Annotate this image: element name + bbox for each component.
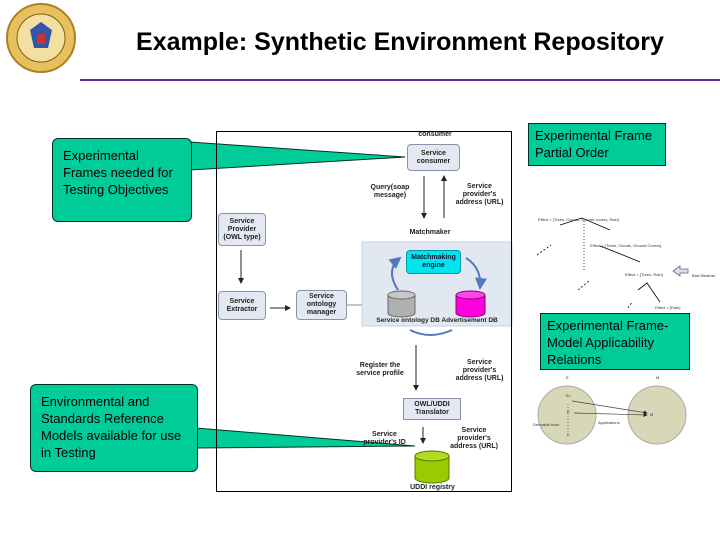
callout-reference-models: Environmental and Standards Reference Mo… [30, 384, 198, 472]
query-label: Query(soap message) [370, 184, 410, 199]
partial-order-tree [536, 217, 689, 309]
app-applications: Applications [598, 420, 620, 425]
po-side-label: Bad Weather [692, 273, 716, 278]
service-extractor-box: Service Extractor [218, 291, 266, 320]
app-E: E [566, 375, 569, 380]
translator-box: OWL/UDDI Translator [403, 398, 461, 420]
po-node-1: Effect = {Trees, Clouds, Ground covers, … [538, 217, 620, 222]
agency-seal-logo [6, 3, 76, 73]
po-node-4: Effect = {Rain} [655, 305, 681, 310]
callout-frames-needed: Experimental Frames needed for Testing O… [52, 138, 192, 222]
provider-address-label-1: Service provider's address (URL) [455, 183, 504, 206]
app-ec: E [567, 432, 570, 437]
app-m: M [650, 412, 654, 417]
service-consumer-box: Service consumer [407, 144, 460, 171]
uddi-registry-label: UDDI registry [410, 484, 455, 491]
provider-address-label-2: Service provider's address (URL) [455, 359, 504, 382]
title-divider [80, 79, 720, 81]
app-Ev: Ev [566, 393, 571, 398]
ontology-manager-box: Service ontology manager [296, 290, 347, 320]
advertisement-db-cylinder [455, 290, 486, 318]
matchmaking-engine-box: Matchmaking engine [406, 250, 461, 274]
uddi-db-cylinder [414, 450, 450, 484]
callout-partial-order: Experimental Frame Partial Order [528, 123, 666, 166]
provider-id-label: Service provider's ID [363, 431, 406, 446]
app-derivable: Derivable from [533, 422, 560, 427]
db-labels: Service ontology DB Advertisement DB [376, 317, 498, 324]
ontology-db-cylinder [387, 290, 416, 318]
po-node-3: Effect = {Trees, Rain} [625, 272, 663, 277]
po-node-2: Effect = {Trees, Clouds, Ground Covers} [590, 243, 662, 248]
app-M: M [656, 375, 660, 380]
app-e: E [567, 409, 570, 414]
provider-address-label-3: Service provider's address (URL) [450, 427, 498, 450]
architecture-diagram-frame [216, 131, 512, 492]
applicability-diagram [537, 385, 687, 445]
consumer-caption: consumer [418, 131, 452, 138]
callout-applicability: Experimental Frame- Model Applicability … [540, 313, 690, 370]
register-label: Register the service profile [356, 362, 404, 377]
page-title: Example: Synthetic Environment Repositor… [136, 28, 664, 56]
matchmaker-label: Matchmaker [409, 229, 451, 236]
service-provider-box: Service Provider (OWL type) [218, 213, 266, 246]
